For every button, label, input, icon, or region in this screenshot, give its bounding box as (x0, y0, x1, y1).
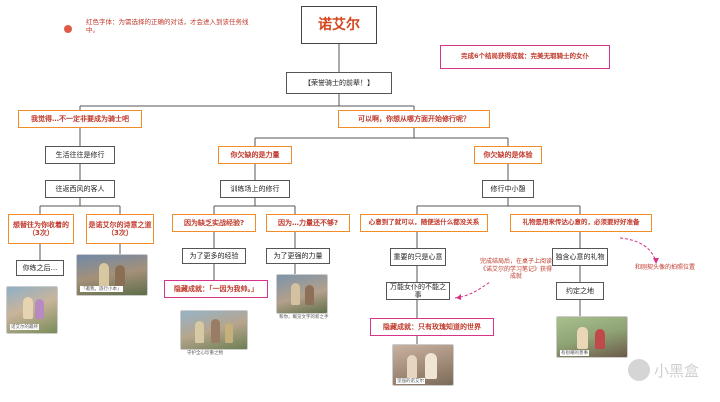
train-b: 修行中小憩 (482, 180, 534, 198)
left-step1: 生活往往是修行 (45, 146, 115, 164)
right-choice: 可以啊，你想从哪方面开始修行呢？ (338, 110, 490, 128)
option-b1-next: 重要的只是心意 (390, 248, 446, 266)
option-a1-next: 为了更多的经验 (182, 248, 246, 264)
left-option-a: 想替往为你收着的（3次） (8, 214, 74, 244)
root-question: 【荣誉骑士的前辈！】 (286, 72, 392, 94)
right-note: 和刚契头像的拍照位置 (634, 264, 695, 271)
page-title: 诺艾尔 (301, 6, 377, 44)
train-a: 训练场上的修行 (220, 180, 290, 198)
watermark-text: 小黑盒 (654, 361, 700, 380)
caption-6: 有别嘲的善事 (560, 350, 589, 356)
watermark-logo-icon (628, 359, 650, 381)
mid-choice-b: 你欠缺的是体验 (474, 146, 542, 164)
caption-4: 和你，概览文字的新之手 (278, 314, 330, 320)
mid-choice-a: 你欠缺的是力量 (218, 146, 292, 164)
caption-2: 「邀我，旅行小本」 (80, 286, 123, 292)
option-a2-next: 为了更强的力量 (266, 248, 330, 264)
hidden-achievement-2: 隐藏成就：只有玫瑰知道的世界 (370, 318, 494, 336)
achievement-top: 完成6个结局获得成就：完美无瑕骑士的女仆 (440, 45, 610, 69)
caption-5: 坚强的诺艾尔 (396, 378, 425, 384)
option-a1: 因为缺乏实战经验? (172, 214, 256, 232)
screenshot-image-4 (276, 274, 328, 314)
option-b1: 心意到了就可以，随便送什么都没关系 (360, 214, 488, 232)
option-b2-next: 独含心意的礼物 (552, 248, 608, 266)
left-bottom: 你练之后... (16, 260, 64, 276)
caption-3: 守护全心珍重之物 (186, 350, 224, 356)
option-b2-next2: 约定之地 (556, 282, 604, 300)
left-choice: 我觉得…不一定非要成为骑士吧 (18, 110, 142, 128)
left-step2: 往返西风的客人 (45, 180, 115, 198)
option-a2: 因为…力量还不够? (266, 214, 350, 232)
screenshot-image-3 (180, 310, 248, 350)
legend-dot-icon (64, 25, 72, 33)
hidden-note: 完成结局后，在桌子上阅读《诺艾尔的学习笔记》获得成就 (479, 258, 552, 280)
legend-text: 红色字体：为需选择的正确的对话，才会进入到该任务线中。 (86, 18, 249, 35)
option-b2: 礼物是用来传达心意的，必须要好好准备 (510, 214, 652, 232)
left-option-b: 是诺艾尔的诗意之道（3次） (86, 214, 154, 244)
hidden-achievement-1: 隐藏成就：「一因为我帅。」 (164, 280, 268, 298)
option-b1-next2: 万能女仆的不能之事 (386, 282, 450, 300)
caption-1: 诺艾尔的最终 (10, 324, 39, 330)
watermark: 小黑盒 (628, 356, 699, 384)
